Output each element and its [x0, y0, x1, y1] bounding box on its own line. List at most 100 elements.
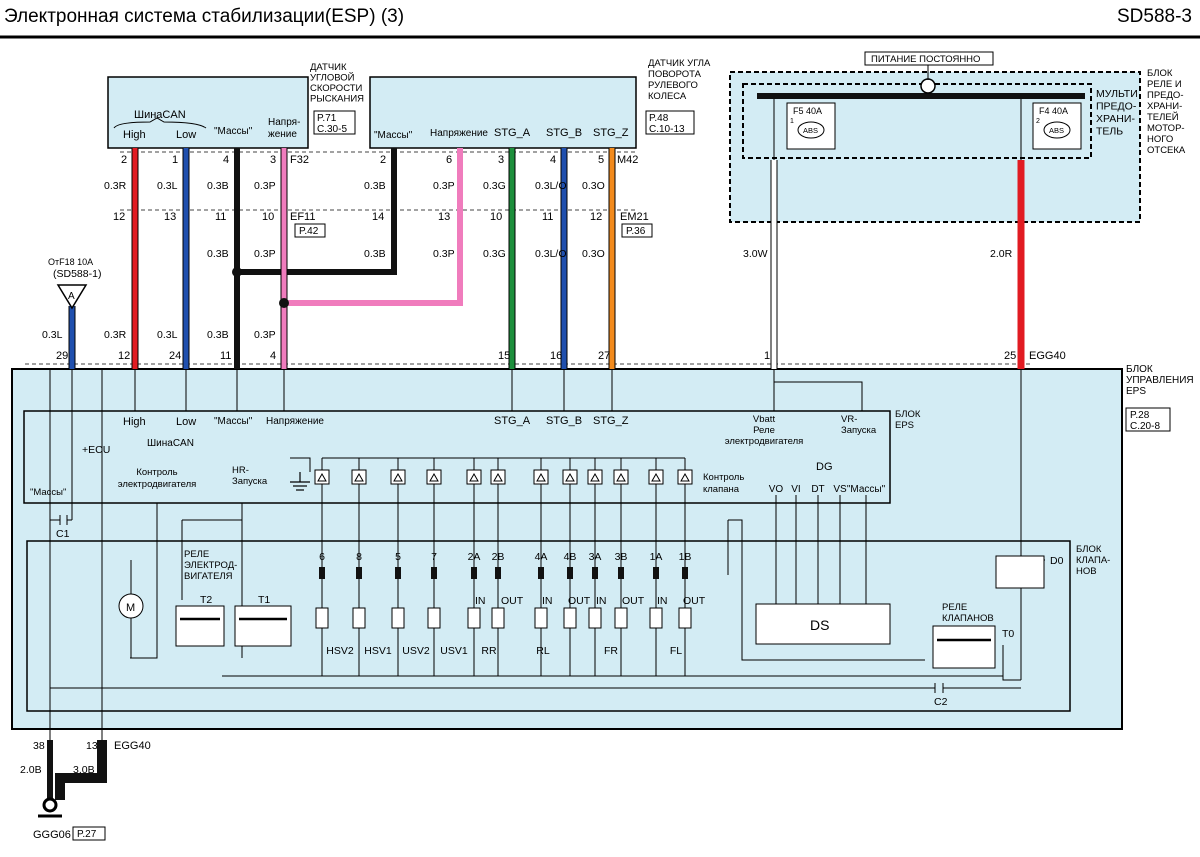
pin-number: 3	[498, 154, 504, 166]
solenoid-valve-icon	[391, 607, 405, 629]
driver-triangle-icon	[680, 472, 690, 482]
text-line: БЛОК	[1126, 364, 1153, 375]
driver-icon	[677, 469, 693, 485]
valve-fuse	[538, 567, 544, 579]
solenoid-valve-icon	[563, 607, 577, 629]
fuse-ref-label: ОтF18 10A	[48, 257, 93, 267]
text-line: электродвигателя	[725, 436, 804, 447]
valve-number: 5	[395, 551, 401, 563]
solenoid-valve-icon	[427, 607, 441, 629]
valve-number: 4A	[535, 551, 548, 563]
page-title: Электронная система стабилизации(ESP) (3…	[4, 6, 405, 27]
solenoid-valve-icon	[614, 607, 628, 629]
valve-fuse	[319, 567, 325, 579]
text-line: РЕЛЕ	[942, 602, 967, 613]
text-line: электродвигателя	[118, 479, 197, 490]
wire-size-label: 0.3L	[157, 329, 178, 341]
power-label: ПИТАНИЕ ПОСТОЯННО	[871, 54, 980, 65]
wire-size-label: 0.3P	[433, 180, 455, 192]
driver-triangle-icon	[354, 472, 364, 482]
pin-number: 12	[590, 211, 602, 223]
solenoid-valve-icon	[315, 607, 329, 629]
text-line: Vbatt	[753, 414, 776, 425]
wire-size-label: 0.3B	[207, 180, 229, 192]
wire-size-label: 0.3P	[254, 248, 276, 260]
valve-in-label: IN	[475, 595, 486, 607]
fuse-ref-triangle	[56, 284, 88, 310]
text-line: МУЛЬТИ	[1096, 88, 1138, 100]
driver-icon	[613, 469, 629, 485]
pin-number: 11	[542, 211, 553, 223]
valve-number: 1A	[650, 551, 663, 563]
wire-size-label: 0.3L/O	[535, 248, 567, 260]
valve-block	[26, 540, 1071, 712]
valve-group-label: HSV1	[364, 645, 392, 657]
text-line: Запуска	[841, 425, 877, 436]
valve-group-label: USV1	[440, 645, 468, 657]
text-line: ХРАНИ-	[1096, 113, 1135, 125]
driver-triangle-icon	[616, 472, 626, 482]
connector-f32: F32	[290, 154, 309, 166]
valve-group-label: USV2	[402, 645, 430, 657]
pin-number: 14	[372, 211, 384, 223]
wire-size-label: 0.3R	[104, 329, 127, 341]
text-line: Напря-	[268, 117, 300, 128]
valve-number: 4B	[564, 551, 577, 563]
valve-group-label: FR	[604, 645, 618, 657]
driver-triangle-icon	[429, 472, 439, 482]
steer-sensor-box	[369, 76, 637, 149]
connector-egg40: EGG40	[1029, 350, 1066, 362]
pin-number: 11	[220, 350, 231, 362]
power-bus-node	[920, 78, 936, 94]
t0-label: T0	[1002, 628, 1014, 640]
text-line: СКОРОСТИ	[310, 83, 363, 94]
text-line: ДАТЧИК	[310, 62, 347, 73]
valve-fuse	[495, 567, 501, 579]
wire-size-label: 0.3P	[254, 329, 276, 341]
pin-number: 3	[270, 154, 276, 166]
valve-fuse	[431, 567, 437, 579]
pin-number: 27	[598, 350, 610, 362]
connector-em21: EM21	[620, 211, 649, 223]
text-line: ПРЕДО-	[1096, 101, 1137, 113]
text-line: EPS	[1126, 386, 1146, 397]
valve-fuse	[682, 567, 688, 579]
fuse1-num: 1	[790, 118, 794, 125]
solenoid-valve-icon	[588, 607, 602, 629]
chassis-ground-icon	[290, 472, 310, 491]
valve-group-label: RL	[536, 645, 550, 657]
text-line: МОТОР-	[1147, 123, 1185, 134]
steer-supply-label: Напряжение	[430, 128, 488, 139]
yaw-supply-label: Напря-жение	[268, 117, 300, 140]
text-line: РЕЛЕ И	[1147, 79, 1182, 90]
text-line: Контроль	[703, 472, 744, 483]
pin-number: 6	[446, 154, 452, 166]
d0-label: D0	[1050, 555, 1064, 567]
driver-triangle-icon	[536, 472, 546, 482]
text-line: РУЛЕВОГО	[648, 80, 698, 91]
ground-name: GGG06	[33, 829, 71, 841]
valve-fuse	[356, 567, 362, 579]
valve-number: 7	[431, 551, 437, 563]
pin-number: 4	[270, 350, 276, 362]
eps-supply: Напряжение	[266, 416, 324, 427]
driver-icon	[533, 469, 549, 485]
valve-number: 2B	[492, 551, 505, 563]
ground-terminal-icon	[42, 797, 58, 813]
can-brace	[113, 117, 207, 129]
valve-out-label: OUT	[622, 595, 645, 607]
em21-ref-box	[621, 223, 653, 238]
text-line: Запуска	[232, 476, 268, 487]
wire-size-label: 0.3L/O	[535, 180, 567, 192]
valve-group-label: HSV2	[326, 645, 354, 657]
text-line: ТЕЛЕЙ	[1147, 111, 1179, 123]
valve-group-label: RR	[481, 645, 497, 657]
em21-ref: P.36	[626, 226, 646, 237]
motor-label: M	[126, 602, 135, 614]
